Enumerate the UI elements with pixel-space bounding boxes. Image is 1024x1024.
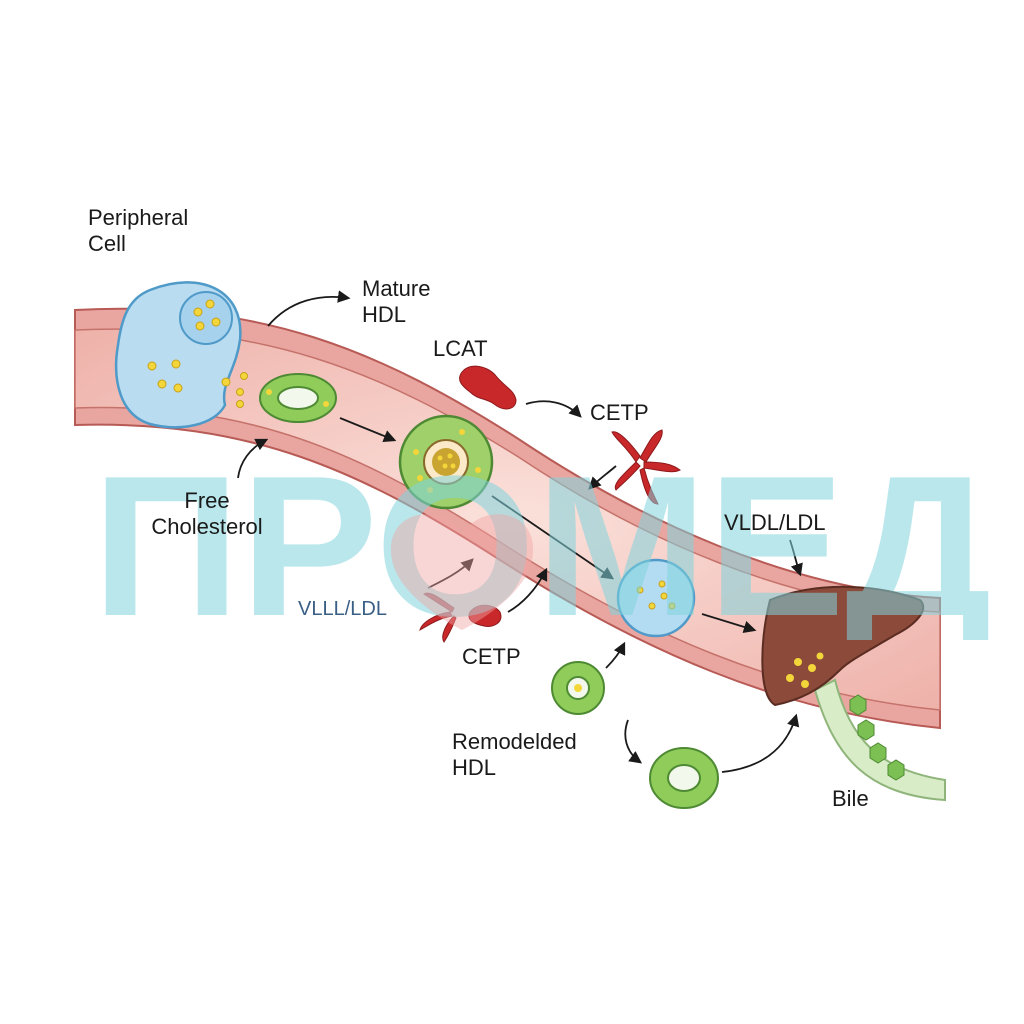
arrow-nascent-to-mature [339,417,397,443]
watermark-text: ПРОМЕД [92,440,992,640]
arrow-free-cholesterol [237,438,269,479]
label-bile: Bile [832,786,869,811]
small-hdl-particle [551,661,605,715]
label-remodeled-hdl: Remodelded HDL [452,729,577,780]
watermark: ПРОМЕД [92,440,992,640]
arrow-remodeled-to-liver [721,713,800,773]
mature-hdl [398,414,494,510]
arrow-lcat-to-cetp [525,400,582,418]
watermark-heart [390,514,534,630]
label-cetp-top: CETP [590,400,649,425]
free-cholesterol-particles [221,372,248,408]
peripheral-cell [114,281,242,429]
vessel-lumen [74,328,941,711]
bile-duct [813,678,946,802]
liver [761,585,925,707]
arrow-small-hdl-up [605,641,626,669]
arrow-remodeled-down [624,719,643,764]
remodeled-hdl-particle [649,747,719,809]
cetp-enzyme-bottom [419,592,502,643]
label-vlll-ldl-left: VLLL/LDL [298,598,387,620]
label-peripheral-cell: Peripheral Cell [88,205,189,256]
lcat-enzyme [459,365,517,410]
arrow-cetp-bottom-to-hdl [507,567,548,613]
nascent-hdl [259,373,337,423]
flow-arrows [237,290,803,773]
ldl-particle [616,558,696,638]
arrow-to-mature-hdl [267,290,351,327]
arrow-vldl-ldl-to-liver [789,539,803,577]
label-lcat: LCAT [433,336,488,361]
label-free-cholesterol: Free Cholesterol [151,488,263,539]
arrow-vlldl-to-hdl [427,558,474,589]
cell-nucleus [179,291,233,345]
arrow-hdl-to-ldl [491,495,615,580]
arrow-ldl-to-liver [701,613,757,634]
label-cetp-bottom: CETP [462,644,521,669]
cetp-enzyme-top [611,429,681,505]
label-mature-hdl: Mature HDL [362,276,431,327]
label-vldl-ldl-right: VLDL/LDL [724,510,826,535]
arrow-cetp-to-hdl [588,465,617,490]
